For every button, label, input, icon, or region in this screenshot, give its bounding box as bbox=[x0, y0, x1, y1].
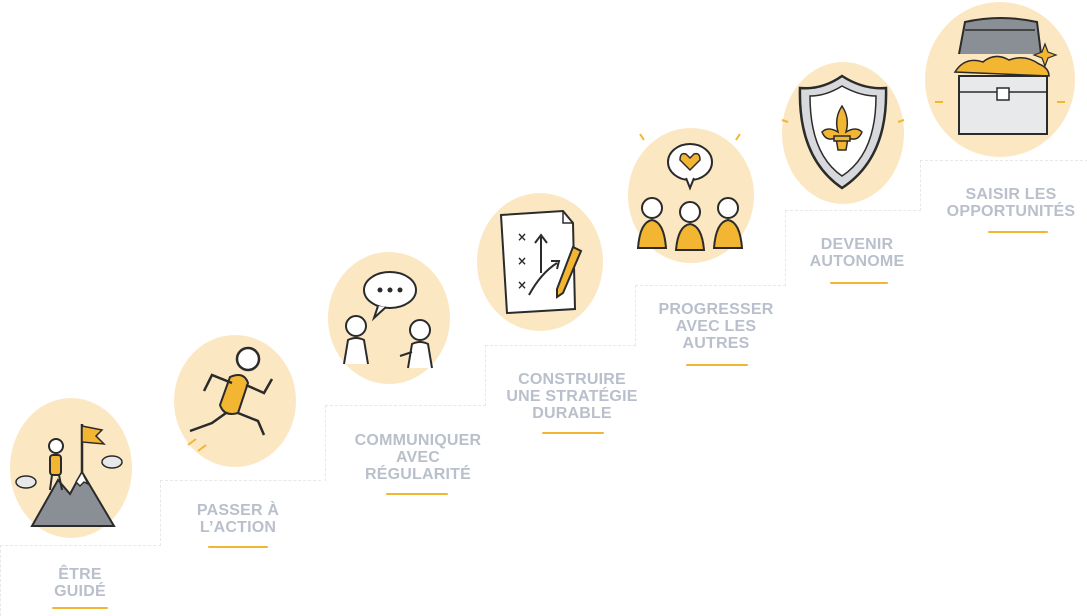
step-7-illustration bbox=[925, 2, 1075, 157]
stair-line bbox=[325, 405, 486, 481]
conversation-icon bbox=[343, 271, 433, 369]
treasure-chest-icon bbox=[935, 17, 1065, 135]
svg-text:×: × bbox=[517, 254, 527, 268]
step-3-illustration bbox=[328, 252, 450, 384]
step-6-illustration bbox=[781, 62, 905, 204]
stair-line bbox=[635, 285, 786, 346]
step-4-label: CONSTRUIRE UNE STRATÉGIE DURABLE bbox=[506, 371, 638, 422]
step-3-underline bbox=[386, 493, 448, 495]
stair-line bbox=[485, 345, 636, 406]
stair-line bbox=[160, 480, 321, 546]
stair-line bbox=[0, 545, 161, 616]
step-5-label: PROGRESSER AVEC LES AUTRES bbox=[658, 301, 774, 352]
mountain-flag-icon bbox=[15, 424, 123, 527]
step-3-label: COMMUNIQUER AVEC RÉGULARITÉ bbox=[354, 432, 482, 483]
step-1-illustration bbox=[10, 398, 132, 538]
step-2-label: PASSER À L’ACTION bbox=[196, 502, 280, 536]
shield-fleur-de-lis-icon bbox=[781, 74, 905, 190]
svg-text:×: × bbox=[517, 230, 527, 244]
running-person-icon bbox=[187, 346, 274, 452]
group-heart-icon bbox=[636, 133, 744, 251]
step-7-label: SAISIR LES OPPORTUNITÉS bbox=[946, 186, 1076, 220]
svg-text:×: × bbox=[517, 278, 527, 292]
step-1-underline bbox=[52, 607, 108, 609]
step-7-underline bbox=[988, 231, 1048, 233]
step-2-underline bbox=[208, 546, 268, 548]
step-1-label: ÊTRE GUIDÉ bbox=[54, 566, 106, 600]
step-4-illustration: × × × bbox=[477, 193, 603, 331]
step-5-illustration bbox=[628, 128, 754, 263]
stair-line bbox=[785, 210, 921, 286]
stair-line bbox=[920, 160, 1087, 211]
strategy-plan-icon: × × × bbox=[499, 209, 583, 315]
step-4-underline bbox=[542, 432, 604, 434]
step-6-underline bbox=[830, 282, 888, 284]
step-2-illustration bbox=[174, 335, 296, 467]
step-6-label: DEVENIR AUTONOME bbox=[809, 236, 905, 270]
step-5-underline bbox=[686, 364, 748, 366]
